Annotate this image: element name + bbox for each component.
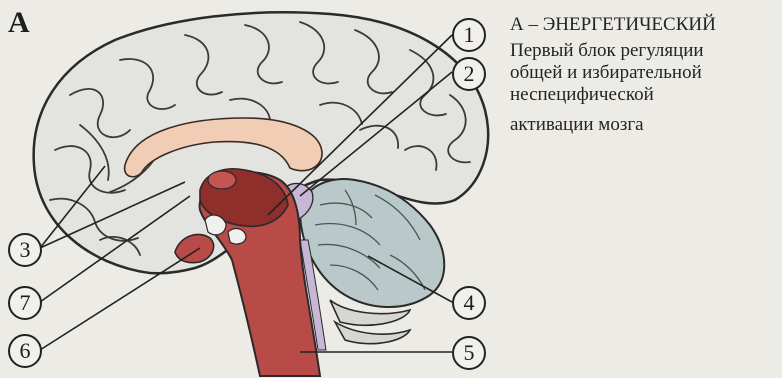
callout-2: 2 xyxy=(452,57,486,91)
callout-4: 4 xyxy=(452,286,486,320)
caption-line: Первый блок регуляции xyxy=(510,40,780,62)
caption-heading: А – ЭНЕРГЕТИЧЕСКИЙ xyxy=(510,14,780,36)
panel-letter: А xyxy=(8,6,30,40)
callout-1: 1 xyxy=(452,18,486,52)
callout-7: 7 xyxy=(8,286,42,320)
caption-line: активации мозга xyxy=(510,114,780,136)
thalamic-nucleus xyxy=(208,171,236,189)
mammillary-region xyxy=(228,229,246,244)
caption-line: неспецифической xyxy=(510,84,780,106)
caption: А – ЭНЕРГЕТИЧЕСКИЙ Первый блок регуляции… xyxy=(510,14,780,136)
callout-3: 3 xyxy=(8,233,42,267)
caption-line: общей и избирательной xyxy=(510,62,780,84)
callout-6: 6 xyxy=(8,334,42,368)
callout-5: 5 xyxy=(452,336,486,370)
